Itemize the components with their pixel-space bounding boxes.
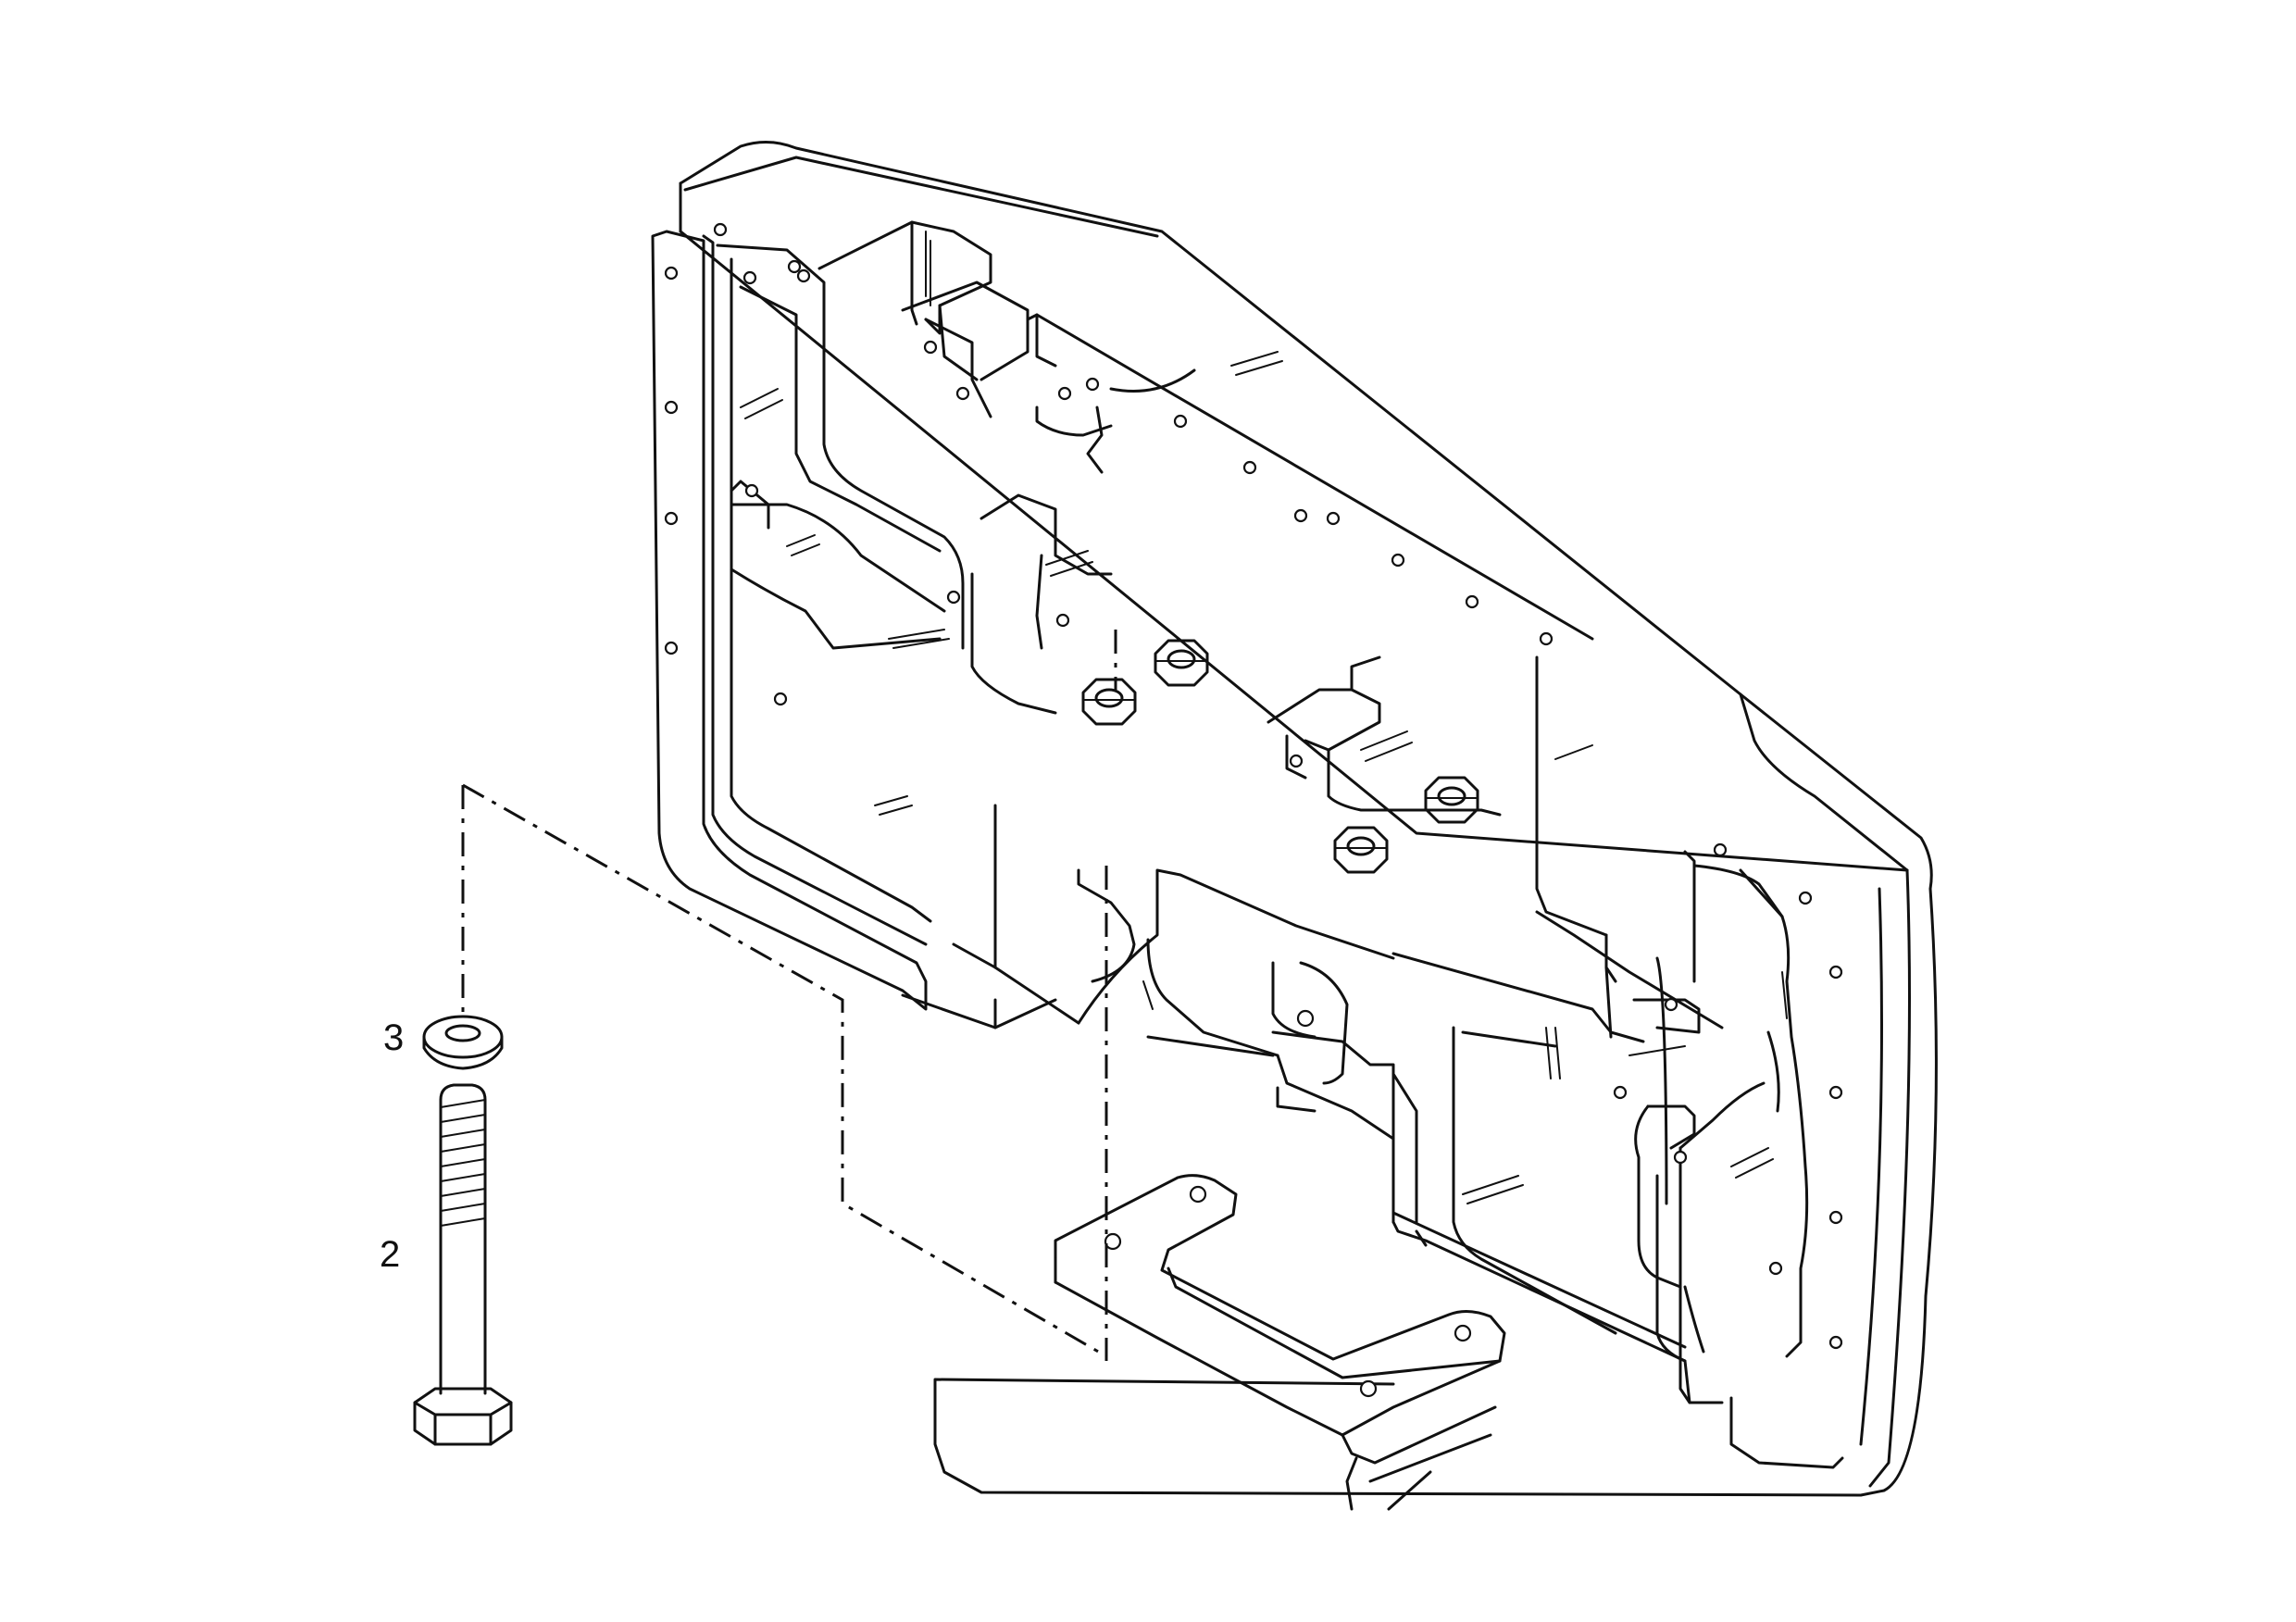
mounting-bracket: [1054, 1174, 1506, 1511]
washer-icon: [422, 1015, 504, 1070]
callout-3: 3: [383, 1017, 404, 1058]
callout-2: 2: [380, 1234, 400, 1275]
hex-nut-icon: [1424, 776, 1479, 824]
housing-holes: [664, 222, 1843, 1350]
hex-nut-icon: [1154, 639, 1209, 687]
callout-labels: 3 2: [380, 1017, 404, 1275]
hex-nut-icon: [1081, 678, 1137, 726]
housing-nuts: [1081, 639, 1479, 874]
assembly-centerlines: [461, 630, 1117, 1361]
hex-bolt-icon: [413, 1083, 513, 1446]
hex-nut-icon: [1333, 826, 1389, 874]
housing-outline: [679, 141, 1938, 1497]
housing-casting: [651, 141, 1938, 1497]
